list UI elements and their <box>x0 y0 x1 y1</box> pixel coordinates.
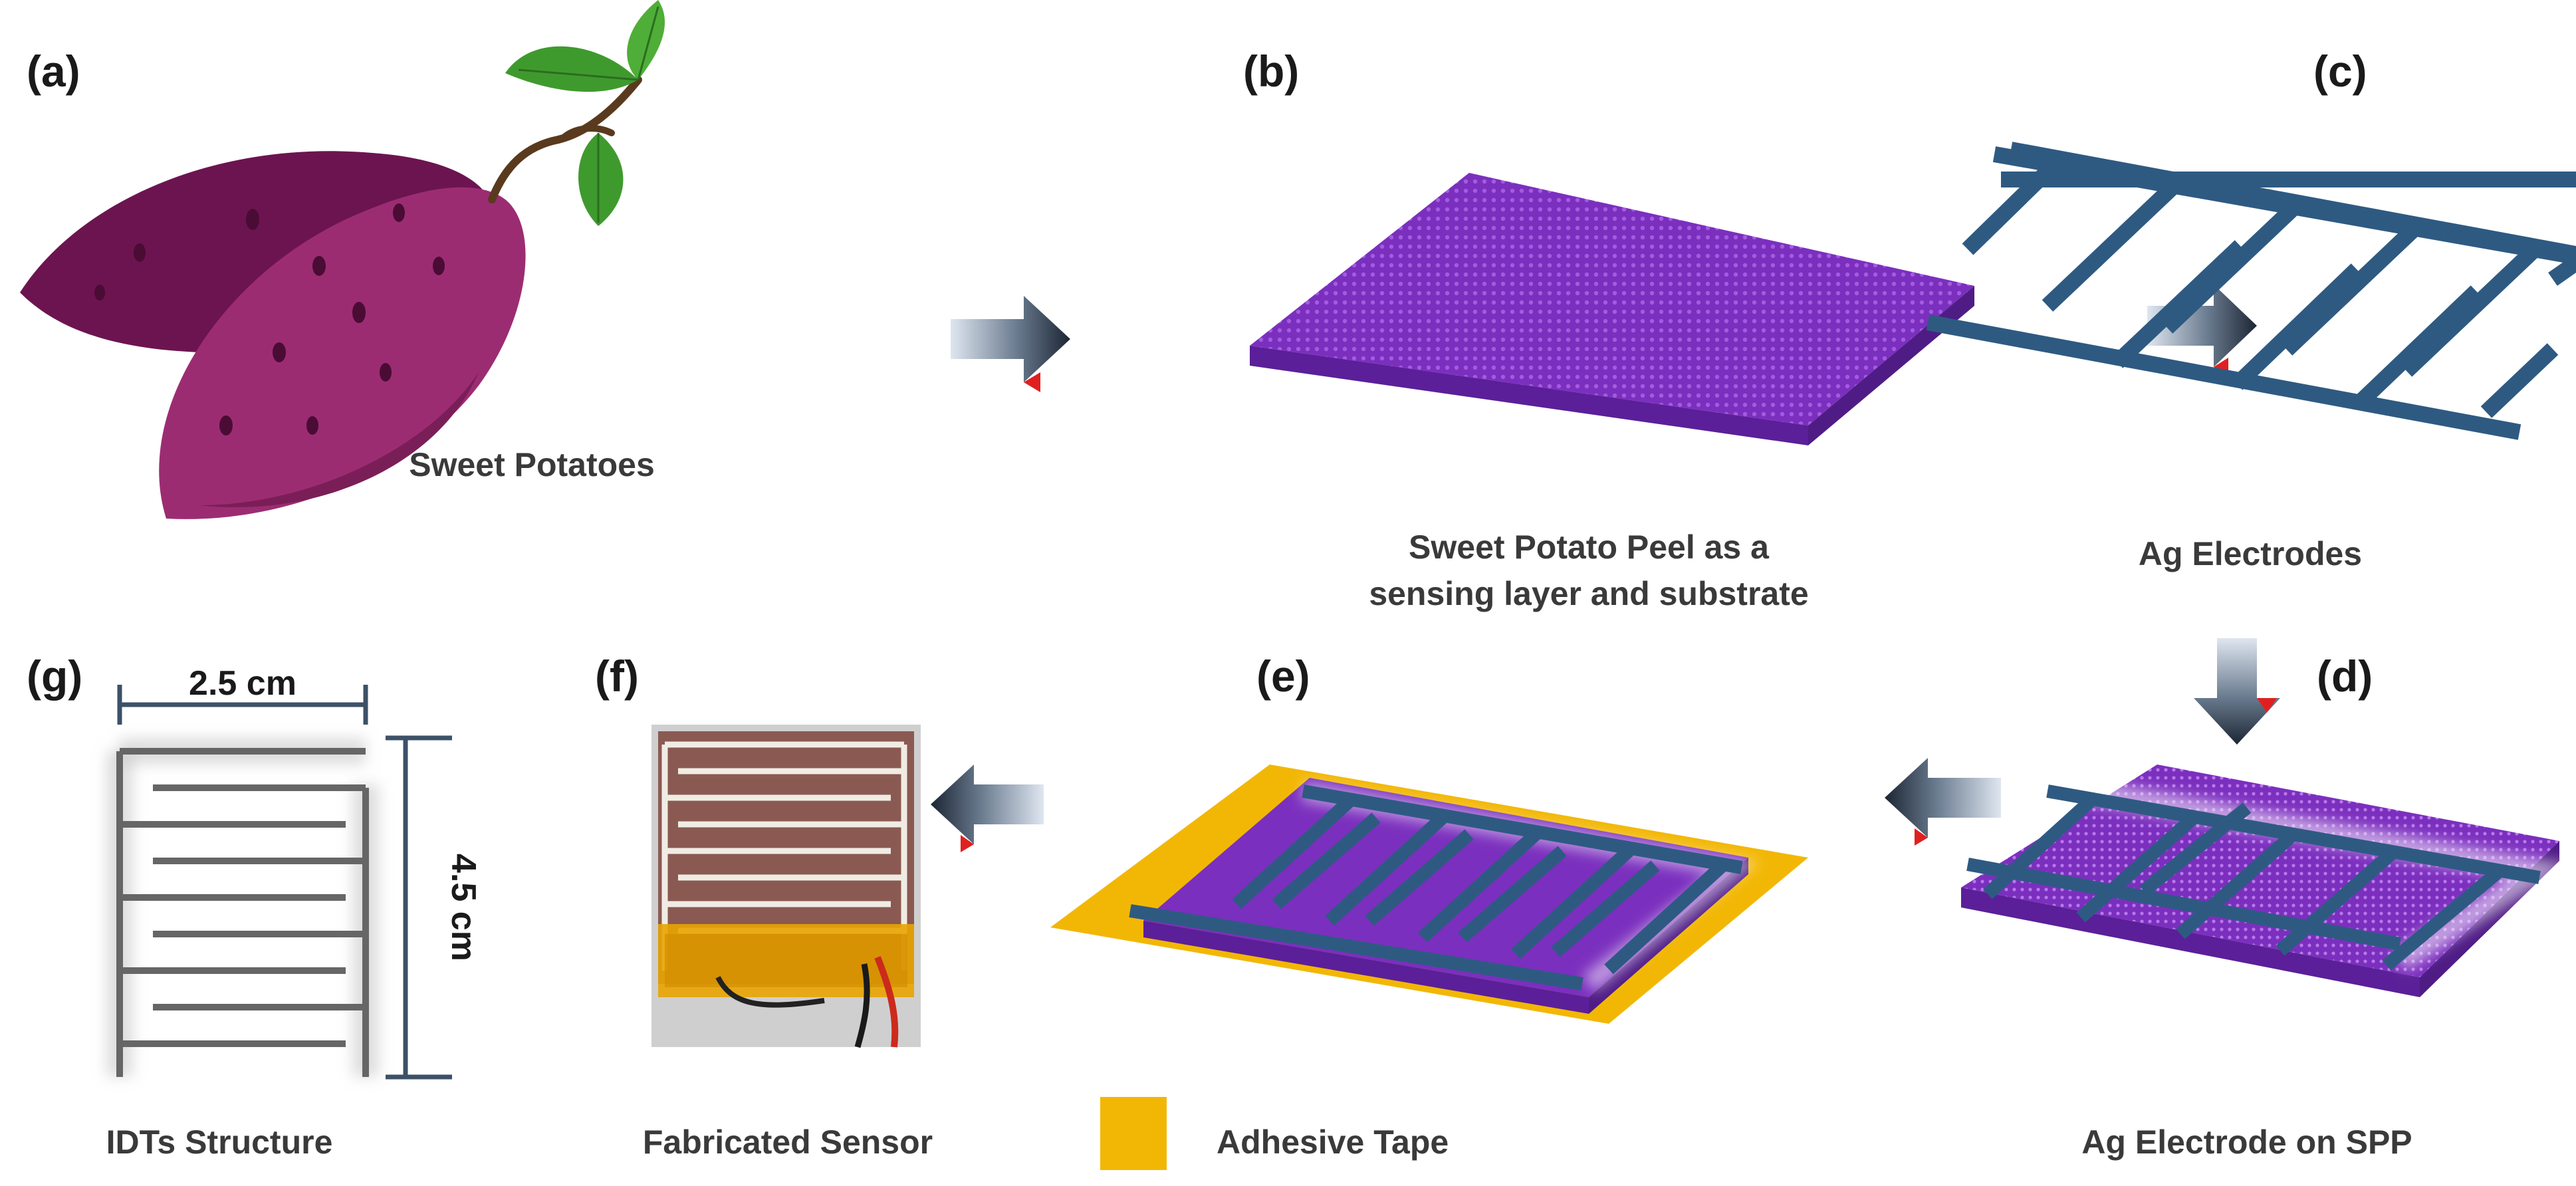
panel-d-label: (d) <box>2317 652 2373 701</box>
panel-d: (d) Ag Electrode on SPP <box>1961 652 2570 1161</box>
width-label: 2.5 cm <box>189 664 296 703</box>
panel-c: (c) <box>1926 47 2576 572</box>
panel-g-label: (g) <box>27 652 82 701</box>
spp-with-electrode <box>1961 765 2570 997</box>
potato-spots <box>94 203 445 435</box>
leaf-icon <box>505 0 665 226</box>
panel-b-caption-line2: sensing layer and substrate <box>1369 575 1808 612</box>
process-arrow-icon <box>931 765 1044 852</box>
height-label: 4.5 cm <box>444 854 483 961</box>
panel-c-label: (c) <box>2313 47 2367 96</box>
idt-structure-diagram: 2.5 cm 4.5 cm <box>106 664 483 1080</box>
legend-swatch-adhesive-tape <box>1100 1097 1167 1170</box>
process-arrow-icon <box>1885 758 2001 846</box>
panel-g: (g) <box>27 652 483 1161</box>
panel-b: (b) Sweet Potato Peel as a sensing layer… <box>1243 47 1974 612</box>
width-dimension <box>117 685 368 725</box>
panel-b-label: (b) <box>1243 47 1299 96</box>
panel-f-caption: Fabricated Sensor <box>643 1124 933 1161</box>
panel-c-caption: Ag Electrodes <box>2139 535 2362 572</box>
height-dimension <box>386 735 452 1080</box>
panel-g-caption: IDTs Structure <box>106 1124 333 1161</box>
tape-sensor-assembly <box>1050 765 1808 1024</box>
panel-e: (e) <box>1050 652 1808 1024</box>
legend-label: Adhesive Tape <box>1217 1124 1449 1161</box>
panel-d-caption: Ag Electrode on SPP <box>2081 1124 2412 1161</box>
panel-e-label: (e) <box>1256 652 1310 701</box>
panel-a-caption: Sweet Potatoes <box>409 446 655 483</box>
process-arrow-icon <box>951 296 1070 392</box>
panel-f-label: (f) <box>595 652 639 701</box>
legend: Adhesive Tape <box>1100 1097 1449 1170</box>
panel-f: (f) Fabricated Sensor <box>595 652 933 1161</box>
panel-b-caption-line1: Sweet Potato Peel as a <box>1409 529 1770 566</box>
process-arrow-icon <box>2194 638 2280 745</box>
panel-a: (a) <box>20 0 665 519</box>
sweet-potato-illustration <box>20 0 665 519</box>
fabricated-sensor-photo <box>651 725 921 1048</box>
ag-electrode-fingers <box>1926 146 2576 440</box>
panel-a-label: (a) <box>27 47 80 96</box>
peel-substrate <box>1250 173 1974 445</box>
